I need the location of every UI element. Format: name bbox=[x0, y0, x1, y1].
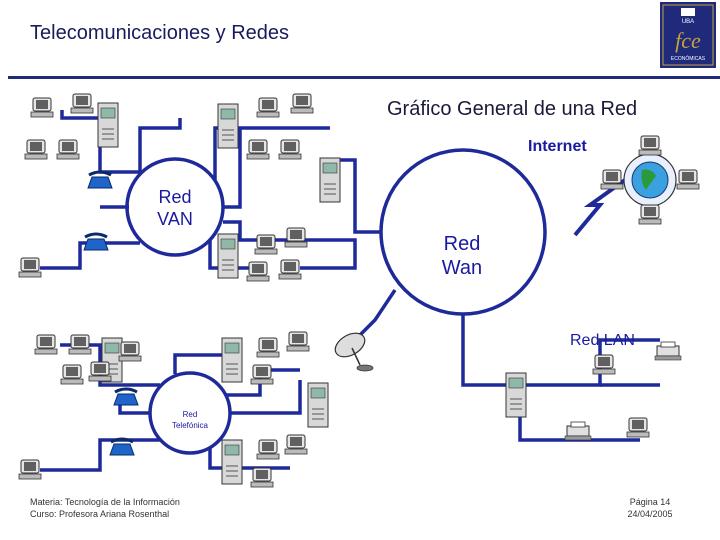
wan-link-server bbox=[330, 158, 381, 234]
tel-pc-7 bbox=[256, 337, 280, 358]
lan-devices bbox=[505, 341, 682, 441]
van-pc-1 bbox=[30, 97, 54, 118]
internet-node bbox=[600, 135, 700, 225]
tel-pc-9 bbox=[250, 364, 274, 385]
tel-server-2 bbox=[221, 337, 243, 383]
wan-link-dish bbox=[353, 289, 397, 342]
logo-fce-text: fce bbox=[675, 28, 701, 53]
van-pc-12 bbox=[246, 261, 270, 282]
slide-title: Telecomunicaciones y Redes bbox=[30, 22, 290, 44]
lan-pc-2 bbox=[626, 417, 650, 438]
van-pc-4 bbox=[56, 139, 80, 160]
network-links bbox=[40, 110, 660, 472]
label-red-telefonica-line1: Red bbox=[182, 410, 198, 419]
van-pc-8 bbox=[246, 139, 270, 160]
footer-curso: Curso: Profesora Ariana Rosenthal bbox=[30, 509, 170, 519]
van-pc-9 bbox=[278, 139, 302, 160]
footer-page-info: Página 14 24/04/2005 bbox=[620, 496, 680, 520]
tel-pc-2 bbox=[68, 334, 92, 355]
tel-pc-8 bbox=[286, 331, 310, 352]
van-phone-1 bbox=[86, 170, 114, 190]
lan-printer-2 bbox=[564, 421, 592, 441]
label-red-van: Red VAN bbox=[148, 186, 202, 230]
footer-page-number: Página 14 bbox=[629, 497, 671, 507]
footer-materia: Materia: Tecnología de la Información bbox=[30, 497, 180, 507]
van-pc-11 bbox=[284, 227, 308, 248]
label-red-telefonica-line2: Telefónica bbox=[171, 421, 209, 430]
fce-logo: UBA fce ECONÓMICAS bbox=[660, 2, 716, 68]
lan-link-bottom bbox=[518, 410, 640, 442]
label-red-wan-line2: Wan bbox=[441, 257, 483, 279]
label-red-wan: Red Wan bbox=[430, 232, 494, 280]
tel-server-3 bbox=[307, 382, 329, 428]
lan-printer bbox=[654, 341, 682, 361]
title-divider bbox=[8, 76, 720, 79]
van-link-lower-right bbox=[208, 240, 260, 270]
label-red-telefonica: Red Telefónica bbox=[160, 409, 220, 431]
tel-pc-1 bbox=[34, 334, 58, 355]
tel-pc-6 bbox=[18, 459, 42, 480]
lan-server bbox=[505, 372, 527, 418]
label-red-van-line1: Red bbox=[158, 187, 192, 207]
tel-phone-1 bbox=[112, 387, 140, 407]
tel-pc-5 bbox=[118, 341, 142, 362]
tel-link-right-server bbox=[230, 380, 302, 415]
tel-pc-10 bbox=[256, 439, 280, 460]
tel-pc-11 bbox=[284, 434, 308, 455]
van-pc-6 bbox=[256, 97, 280, 118]
van-server-1 bbox=[97, 102, 119, 148]
footer-course-info: Materia: Tecnología de la Información Cu… bbox=[30, 496, 180, 520]
van-pc-7 bbox=[290, 93, 314, 114]
logo-economicas-text: ECONÓMICAS bbox=[671, 55, 706, 62]
van-link-upper-lan bbox=[223, 126, 330, 209]
tel-link-top-right bbox=[173, 345, 227, 374]
van-link-bottom-left bbox=[40, 241, 140, 270]
label-red-lan: Red LAN bbox=[570, 332, 635, 349]
internet-pc-bottom bbox=[638, 204, 662, 225]
internet-pc-top bbox=[638, 135, 662, 156]
tel-link-bottom-left bbox=[40, 438, 160, 472]
lan-pc-1 bbox=[592, 354, 616, 375]
label-internet: Internet bbox=[528, 138, 587, 155]
internet-link bbox=[573, 178, 627, 237]
logo-uba-text: UBA bbox=[682, 19, 694, 25]
satellite-dish bbox=[334, 332, 374, 372]
label-red-wan-line1: Red bbox=[443, 233, 481, 255]
tel-pc-12 bbox=[250, 467, 274, 488]
van-server-3 bbox=[319, 157, 341, 203]
van-link-top-right bbox=[138, 118, 182, 172]
van-pc-5 bbox=[18, 257, 42, 278]
tel-server-4 bbox=[221, 439, 243, 485]
tel-pc-3 bbox=[60, 364, 84, 385]
tel-pc-4 bbox=[88, 361, 112, 382]
label-red-van-line2: VAN bbox=[157, 209, 193, 229]
van-server-4 bbox=[217, 233, 239, 279]
van-phone-2 bbox=[82, 232, 110, 252]
wan-link-mid-server bbox=[300, 238, 357, 270]
internet-pc-right bbox=[676, 169, 700, 190]
van-pc-13 bbox=[278, 259, 302, 280]
van-server-2 bbox=[217, 103, 239, 149]
diagram-title: Gráfico General de una Red bbox=[387, 98, 637, 120]
footer-date: 24/04/2005 bbox=[627, 509, 673, 519]
internet-pc-left bbox=[600, 169, 624, 190]
van-pc-3 bbox=[24, 139, 48, 160]
van-pc-10 bbox=[254, 234, 278, 255]
van-pc-2 bbox=[70, 93, 94, 114]
